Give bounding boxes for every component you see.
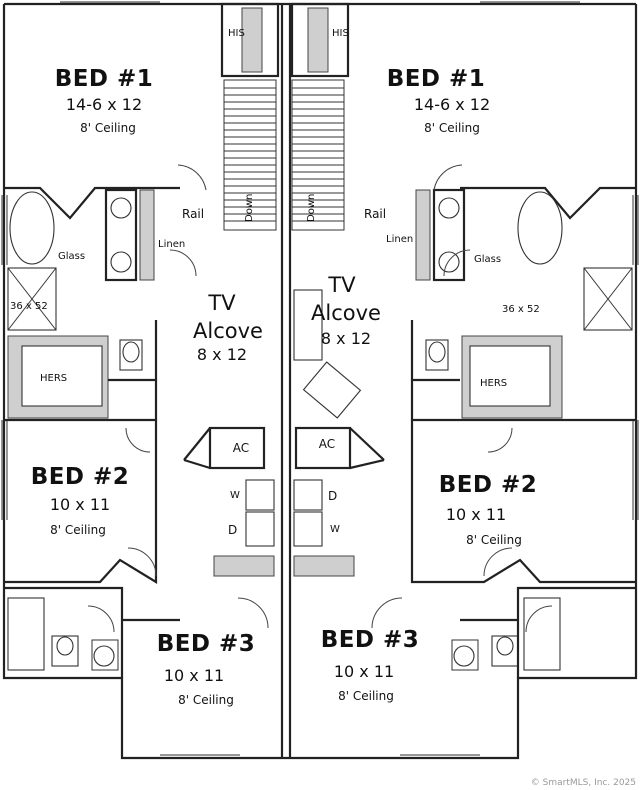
right-linen-label: Linen: [386, 234, 413, 245]
right-tv-size: 8 x 12: [321, 329, 371, 348]
right-glass-label: Glass: [474, 254, 501, 265]
left-w-label: W: [230, 490, 240, 501]
right-down-label: Down: [306, 194, 317, 222]
left-bed2-ceiling: 8' Ceiling: [50, 523, 106, 537]
left-linen-label: Linen: [158, 239, 185, 250]
right-ac-label: AC: [319, 437, 335, 451]
left-stairs: [223, 79, 277, 231]
right-d-label: D: [328, 489, 337, 503]
right-tv-title: TV: [327, 273, 356, 297]
left-down-label: Down: [244, 194, 255, 222]
left-bed3-ceiling: 8' Ceiling: [178, 693, 234, 707]
left-rail-label: Rail: [182, 207, 204, 221]
copyright-notice: © SmartMLS, Inc. 2025: [530, 778, 636, 788]
left-bed3-size: 10 x 11: [164, 666, 224, 685]
right-w-label: W: [330, 524, 340, 535]
left-hers-label: HERS: [40, 373, 67, 384]
left-ac-label: AC: [233, 441, 249, 455]
right-bed1-size: 14-6 x 12: [414, 95, 490, 114]
left-d-label: D: [228, 523, 237, 537]
left-bed3-title: BED #3: [157, 631, 256, 657]
left-unit: [4, 2, 280, 678]
right-rail-label: Rail: [364, 207, 386, 221]
left-glass-label: Glass: [58, 251, 85, 262]
left-tv-title: TV: [207, 291, 236, 315]
left-tv-size: 8 x 12: [197, 345, 247, 364]
right-bed1-ceiling: 8' Ceiling: [424, 121, 480, 135]
left-tv-subtitle: Alcove: [193, 319, 263, 343]
right-bed2-title: BED #2: [439, 472, 538, 498]
left-shower-size: 36 x 52: [10, 301, 48, 312]
right-bed1-title: BED #1: [387, 66, 486, 92]
left-bed2-title: BED #2: [31, 464, 130, 490]
right-bed3-ceiling: 8' Ceiling: [338, 689, 394, 703]
left-his-label: HIS: [228, 28, 245, 39]
left-bed2-size: 10 x 11: [50, 495, 110, 514]
right-his-label: HIS: [332, 28, 349, 39]
right-unit: [290, 2, 636, 678]
right-bed3-size: 10 x 11: [334, 662, 394, 681]
right-hers-label: HERS: [480, 378, 507, 389]
left-bed1-title: BED #1: [55, 66, 154, 92]
right-tv-subtitle: Alcove: [311, 301, 381, 325]
right-bed2-size: 10 x 11: [446, 505, 506, 524]
window-marks: [1, 1, 639, 756]
left-bed1-ceiling: 8' Ceiling: [80, 121, 136, 135]
right-shower-size: 36 x 52: [502, 304, 540, 315]
left-bed1-size: 14-6 x 12: [66, 95, 142, 114]
right-bed2-ceiling: 8' Ceiling: [466, 533, 522, 547]
right-bed3-title: BED #3: [321, 627, 420, 653]
right-stairs: [291, 79, 345, 231]
